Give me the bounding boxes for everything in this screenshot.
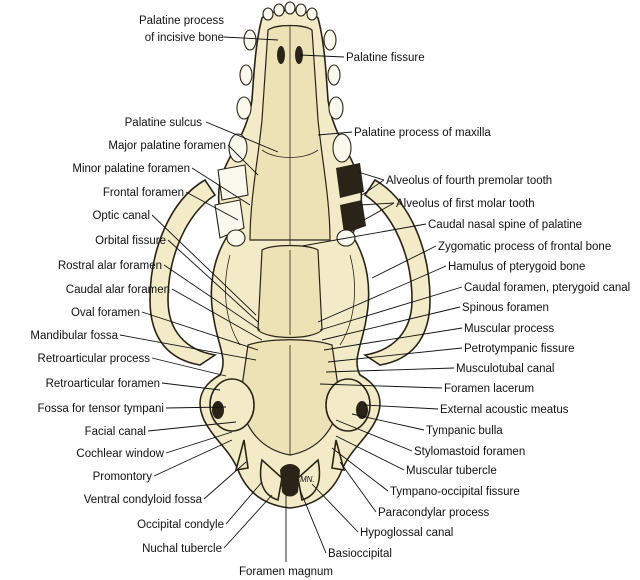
label-basioccipital: Basioccipital xyxy=(328,548,392,560)
tympanic-bulla-left xyxy=(209,378,255,432)
palatine-fissure-left-hole xyxy=(277,46,285,64)
foramen-magnum-hole xyxy=(280,464,300,497)
label-facial-canal: Facial canal xyxy=(85,426,146,438)
label-nuchal-tubercle: Nuchal tubercle xyxy=(142,543,222,555)
label-hamulus-pterygoid: Hamulus of pterygoid bone xyxy=(448,261,585,273)
label-oval-foramen: Oval foramen xyxy=(71,307,140,319)
occipital-condyle-left xyxy=(259,458,283,502)
orbit-region-left xyxy=(225,254,241,346)
label-occipital-condyle: Occipital condyle xyxy=(137,519,224,531)
label-optic-canal: Optic canal xyxy=(92,210,150,222)
label-foramen-magnum: Foramen magnum xyxy=(239,566,333,578)
label-orbital-fissure: Orbital fissure xyxy=(95,235,166,247)
leader-lines xyxy=(119,36,463,562)
palatine-suture xyxy=(261,149,319,158)
label-stylomastoid-foramen: Stylomastoid foramen xyxy=(414,446,525,458)
external-acoustic-meatus-left xyxy=(212,401,224,419)
label-fossa-tensor-tympani: Fossa for tensor tympani xyxy=(37,403,164,415)
label-muscular-tubercle: Muscular tubercle xyxy=(406,465,497,477)
label-mandibular-fossa: Mandibular fossa xyxy=(30,330,118,342)
label-palatine-sulcus: Palatine sulcus xyxy=(125,117,203,129)
label-frontal-foramen: Frontal foramen xyxy=(103,187,184,199)
cheek-teeth-right xyxy=(323,29,366,247)
label-hypoglossal-canal: Hypoglossal canal xyxy=(360,527,453,539)
label-external-acoustic-meatus: External acoustic meatus xyxy=(440,404,569,416)
label-ventral-condyloid-fossa: Ventral condyloid fossa xyxy=(84,494,203,506)
label-minor-palatine-foramen: Minor palatine foramen xyxy=(72,163,190,175)
labels-right: Palatine fissure Palatine process of max… xyxy=(328,52,630,560)
label-muscular-process: Muscular process xyxy=(464,323,554,335)
label-zygomatic-process-frontal: Zygomatic process of frontal bone xyxy=(438,241,611,253)
label-palatine-process-incisive-1: Palatine process xyxy=(139,15,224,27)
label-spinous-foramen: Spinous foramen xyxy=(462,302,549,314)
label-palatine-fissure: Palatine fissure xyxy=(346,52,425,64)
zygomatic-arch-left xyxy=(149,178,218,366)
occipital-condyle-right xyxy=(297,458,321,502)
label-caudal-foramen-pterygoid-canal: Caudal foramen, pterygoid canal xyxy=(464,282,630,294)
label-promontory: Promontory xyxy=(93,471,153,483)
label-foramen-lacerum: Foramen lacerum xyxy=(444,383,534,395)
label-musculotubal-canal: Musculotubal canal xyxy=(456,363,554,375)
label-retroarticular-process: Retroarticular process xyxy=(38,353,151,365)
label-caudal-alar-foramen: Caudal alar foramen xyxy=(66,284,170,296)
label-tympanic-bulla: Tympanic bulla xyxy=(426,425,503,437)
label-rostral-alar-foramen: Rostral alar foramen xyxy=(58,260,162,272)
incisor-teeth xyxy=(262,1,318,21)
label-major-palatine-foramen: Major palatine foramen xyxy=(108,140,226,152)
label-paracondylar-process: Paracondylar process xyxy=(378,507,489,519)
palatine-fissure-right-hole xyxy=(295,46,303,64)
orbit-region-right xyxy=(339,254,355,346)
label-palatine-process-maxilla: Palatine process of maxilla xyxy=(354,127,491,139)
label-alveolus-fourth-premolar: Alveolus of fourth premolar tooth xyxy=(386,175,552,187)
label-palatine-process-incisive-2: of incisive bone xyxy=(145,32,224,44)
label-caudal-nasal-spine: Caudal nasal spine of palatine xyxy=(428,219,582,231)
label-petrotympanic-fissure: Petrotympanic fissure xyxy=(464,343,575,355)
label-retroarticular-foramen: Retroarticular foramen xyxy=(46,378,160,390)
artist-signature: MN. xyxy=(300,475,315,484)
labels-left: Palatine process of incisive bone Palati… xyxy=(30,15,333,578)
label-cochlear-window: Cochlear window xyxy=(76,448,164,460)
skull-illustration xyxy=(149,1,431,509)
cheek-teeth-left xyxy=(214,29,257,247)
label-tympano-occipital-fissure: Tympano-occipital fissure xyxy=(390,486,520,498)
paracondylar-process-right xyxy=(331,439,346,471)
label-alveolus-first-molar: Alveolus of first molar tooth xyxy=(396,198,535,210)
